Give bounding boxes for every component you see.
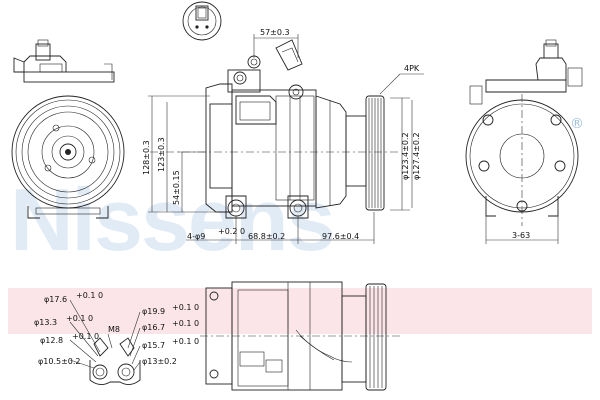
dim-97-6: 97.6±0.4 xyxy=(322,232,359,241)
port-left-1: φ13.3 xyxy=(34,318,57,327)
port-left-0: φ17.6 xyxy=(44,295,67,304)
port-left-2-tol: +0.1 0 xyxy=(72,332,99,341)
dim-57: 57±0.3 xyxy=(260,28,290,37)
port-right-0: φ19.9 xyxy=(142,307,165,316)
watermark-logo: Nissens xyxy=(10,170,334,269)
dim-123-4: φ123.4±0.2 xyxy=(401,132,410,180)
port-right-1-tol: +0.1 0 xyxy=(172,319,199,328)
dim-68-8: 68.8±0.2 xyxy=(248,232,285,241)
port-left-1-tol: +0.1 0 xyxy=(66,314,93,323)
dim-holes-tolerance: +0.2 0 xyxy=(218,227,245,236)
port-m8: M8 xyxy=(108,325,120,334)
bottom-view-body xyxy=(200,281,400,391)
port-detail xyxy=(69,299,141,385)
port-left-3: φ10.5±0.2 xyxy=(38,357,81,366)
dimension-lines xyxy=(148,34,424,244)
port-left-0-tol: +0.1 0 xyxy=(76,291,103,300)
dim-127-4: φ127.4±0.2 xyxy=(412,132,421,180)
port-right-0-tol: +0.1 0 xyxy=(172,303,199,312)
watermark-registered-mark: ® xyxy=(570,116,584,132)
dim-128: 128±0.3 xyxy=(142,140,151,175)
dim-3-63: 3-63 xyxy=(512,231,530,240)
port-right-2: φ15.7 xyxy=(142,341,165,350)
dim-54: 54±0.15 xyxy=(172,170,181,205)
dim-4pk: 4PK xyxy=(404,64,420,73)
connector-plug-icon xyxy=(182,1,222,41)
watermark-band xyxy=(8,288,592,334)
side-view-body xyxy=(205,39,385,219)
port-right-1: φ16.7 xyxy=(142,323,165,332)
dim-123: 123±0.3 xyxy=(157,137,166,172)
dim-holes: 4-φ9 xyxy=(187,232,205,241)
rear-view-right xyxy=(465,39,583,244)
port-right-2-tol: +0.1 0 xyxy=(172,337,199,346)
port-right-3: φ13±0.2 xyxy=(142,357,177,366)
front-view-left xyxy=(11,39,125,219)
port-left-2: φ12.8 xyxy=(40,336,63,345)
